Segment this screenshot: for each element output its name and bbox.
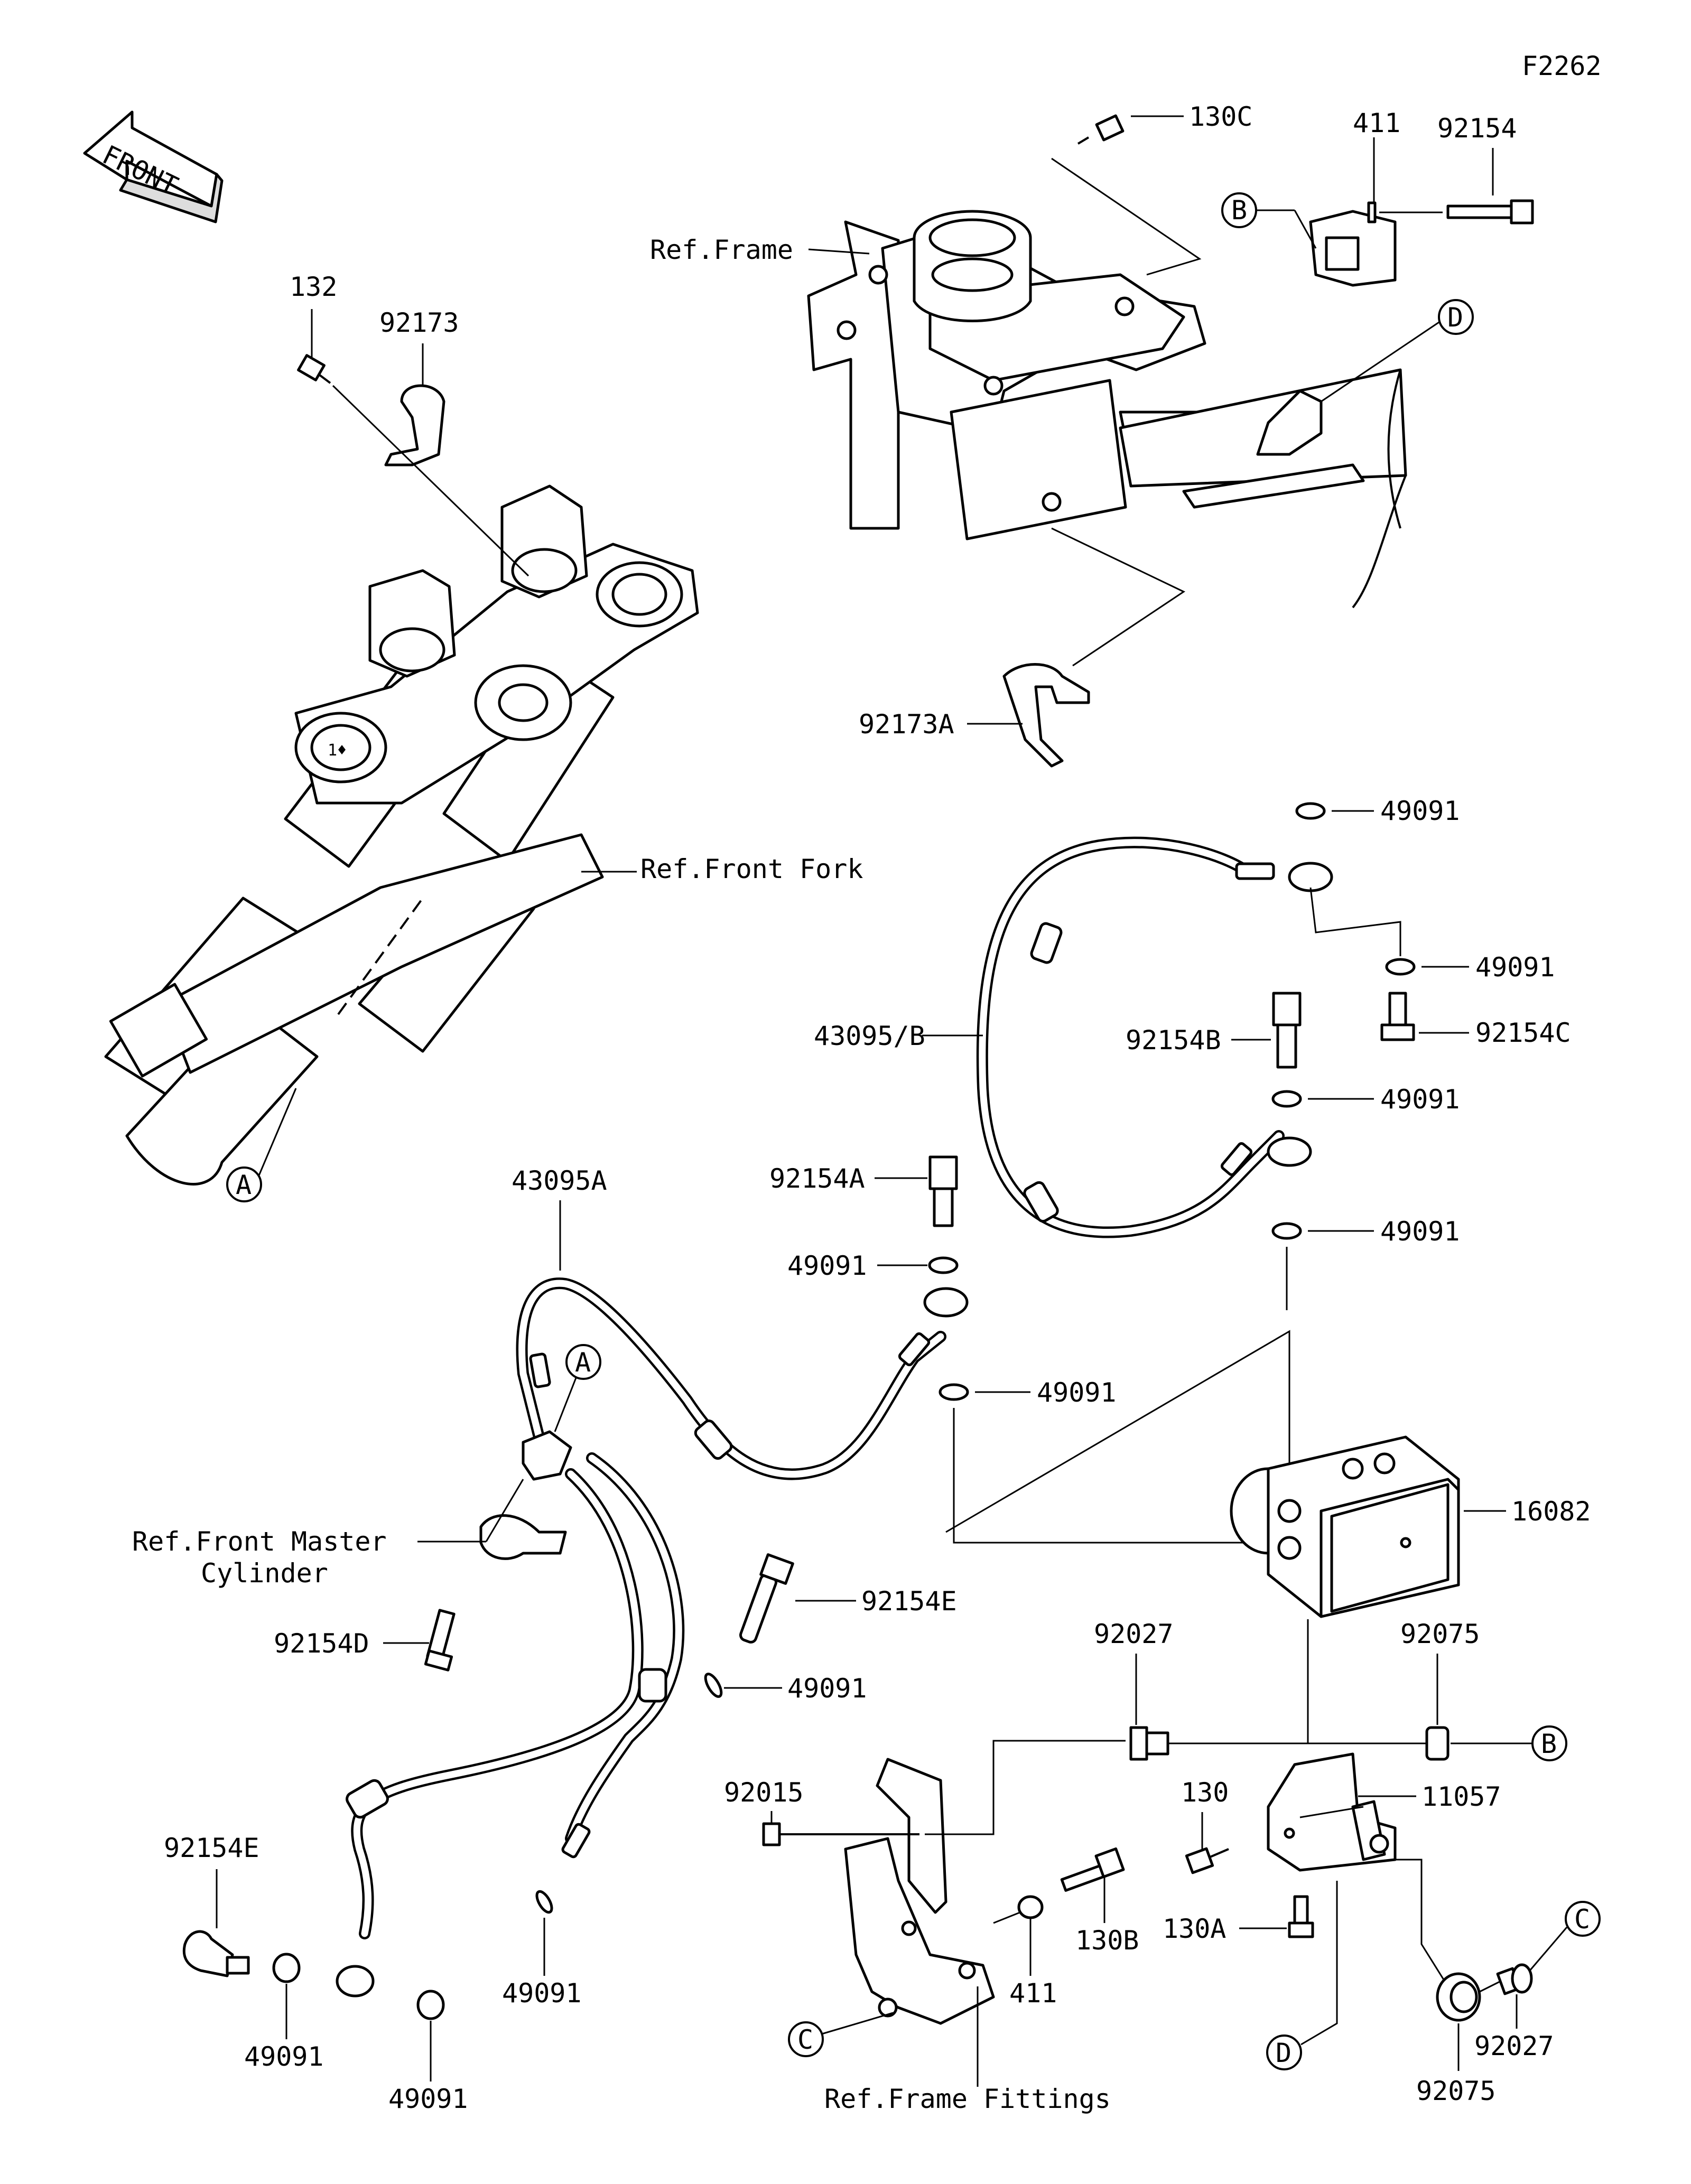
collar-92027-bottom-icon — [1496, 1963, 1533, 1995]
callout-d-top — [1438, 299, 1474, 335]
bolt-130-icon — [1185, 1847, 1229, 1874]
part-92154-top-label: 92154 — [1437, 113, 1517, 144]
part-411-bottom-label: 411 — [1009, 1978, 1057, 2009]
part-130a-label: 130A — [1163, 1914, 1226, 1944]
callout-c-right-text: C — [1574, 1904, 1590, 1935]
washer-49091-i-icon — [272, 1953, 301, 1983]
part-49091-3-label: 49091 — [1380, 1084, 1460, 1115]
washer-49091-e-icon — [928, 1256, 959, 1274]
washer-49091-j-icon — [416, 1990, 445, 2020]
bolt-92154-icon — [1367, 199, 1534, 225]
part-49091-5-label: 49091 — [787, 1250, 867, 1281]
part-92075-bottom-label: 92075 — [1416, 2076, 1496, 2106]
part-92173-label: 92173 — [379, 307, 459, 338]
callout-a-fork-text: A — [236, 1170, 252, 1200]
part-92154d-label: 92154D — [274, 1628, 369, 1659]
part-49091-2-label: 49091 — [1475, 952, 1555, 983]
grommet-92075-bottom-icon — [1436, 1972, 1481, 2022]
bolt-92154a-icon — [928, 1155, 958, 1227]
part-49091-6-label: 49091 — [1037, 1377, 1117, 1408]
ref-front-fork-label: Ref.Front Fork — [640, 854, 863, 884]
abs-bracket-11057 — [1267, 1752, 1397, 1872]
callout-b-bottom — [1531, 1725, 1567, 1761]
callout-c-bottom-text: C — [797, 2024, 813, 2055]
washer-411-icon — [1017, 1895, 1044, 1919]
bolt-92154b-icon — [1272, 992, 1302, 1069]
frame-drawing — [807, 210, 1407, 609]
bolt-92154d-icon — [424, 1609, 456, 1672]
hose-43095b — [976, 836, 1333, 1238]
callout-b-bottom-text: B — [1541, 1729, 1557, 1759]
part-92154a-label: 92154A — [769, 1163, 865, 1194]
part-130-label: 130 — [1181, 1777, 1229, 1808]
bolt-130b-icon — [1060, 1847, 1125, 1892]
part-16082-label: 16082 — [1511, 1496, 1591, 1527]
washer-49091-h-icon — [535, 1890, 553, 1914]
part-92154e-lower-label: 92154E — [164, 1833, 259, 1863]
part-43095a-label: 43095A — [512, 1165, 607, 1196]
front-arrow-icon: FRONT — [83, 110, 224, 223]
hose-43095a — [516, 1277, 969, 1480]
collar-92027-top-icon — [1129, 1726, 1169, 1761]
callout-d-top-text: D — [1447, 302, 1463, 333]
fork-cap-text: 1♦ — [328, 741, 347, 760]
bolt-130a-icon — [1288, 1895, 1314, 1938]
part-92154e-upper-label: 92154E — [861, 1586, 957, 1617]
callout-d-bottom-text: D — [1276, 2038, 1292, 2068]
part-43095b-label: 43095/B — [814, 1021, 925, 1051]
bleeder-92154e-upper-icon — [739, 1553, 794, 1644]
part-92154b-label: 92154B — [1126, 1025, 1221, 1056]
part-49091-10-label: 49091 — [388, 2084, 468, 2114]
part-49091-1-label: 49091 — [1380, 796, 1460, 826]
callout-a-fork — [226, 1166, 262, 1202]
ref-master-cyl-line1: Ref.Front Master — [132, 1526, 387, 1557]
washer-49091-a-icon — [1295, 802, 1326, 820]
part-130b-label: 130B — [1075, 1925, 1139, 1956]
callout-c-bottom — [788, 2021, 824, 2057]
master-cylinder-block — [479, 1430, 572, 1560]
grommet-92075-top-icon — [1425, 1726, 1450, 1761]
callout-a-hose — [565, 1344, 601, 1380]
bolt-92154c-icon — [1380, 992, 1415, 1041]
part-49091-9-label: 49091 — [244, 2041, 324, 2072]
ref-frame-label: Ref.Frame — [650, 235, 793, 265]
ref-master-cyl-line2: Cylinder — [201, 1558, 328, 1589]
part-92015-label: 92015 — [724, 1777, 804, 1808]
callout-a-hose-text: A — [575, 1347, 591, 1378]
front-fork-drawing: 1♦ — [104, 484, 699, 1186]
callout-b-top-text: B — [1231, 195, 1247, 226]
part-92173a-label: 92173A — [859, 709, 954, 740]
part-132-label: 132 — [290, 272, 337, 302]
part-92154c-label: 92154C — [1475, 1018, 1571, 1048]
part-92027-bottom-label: 92027 — [1474, 2031, 1554, 2061]
washer-49091-g-icon — [704, 1673, 723, 1698]
frame-fittings-bracket — [844, 1758, 995, 2025]
part-11057-label: 11057 — [1421, 1781, 1501, 1812]
abs-unit-16082 — [1230, 1435, 1460, 1618]
bolt-92015-icon — [762, 1822, 919, 1846]
part-49091-7-label: 49091 — [787, 1673, 867, 1704]
part-49091-8-label: 49091 — [502, 1978, 582, 2009]
bolt-132-icon — [297, 354, 331, 384]
washer-49091-f-icon — [939, 1383, 969, 1401]
part-92027-top-label: 92027 — [1094, 1619, 1174, 1649]
callout-d-bottom — [1266, 2034, 1302, 2070]
part-130c-label: 130C — [1189, 101, 1252, 132]
hose-left-branch — [336, 1452, 685, 1998]
clamp-92173a-icon — [1002, 663, 1090, 768]
callout-c-right — [1565, 1901, 1601, 1937]
bleeder-92154e-lower-icon — [182, 1930, 250, 1977]
diagram-code: F2262 — [1522, 51, 1602, 81]
ref-frame-fittings-label: Ref.Frame Fittings — [824, 2084, 1111, 2114]
part-411-top-label: 411 — [1353, 108, 1400, 138]
clamp-92173-icon — [384, 384, 445, 466]
washer-49091-b-icon — [1385, 958, 1416, 976]
bolt-130c-icon — [1077, 114, 1125, 145]
washer-49091-c-icon — [1271, 1090, 1302, 1108]
part-49091-4-label: 49091 — [1380, 1216, 1460, 1247]
part-92075-top-label: 92075 — [1400, 1619, 1480, 1649]
washer-49091-d-icon — [1271, 1222, 1302, 1240]
